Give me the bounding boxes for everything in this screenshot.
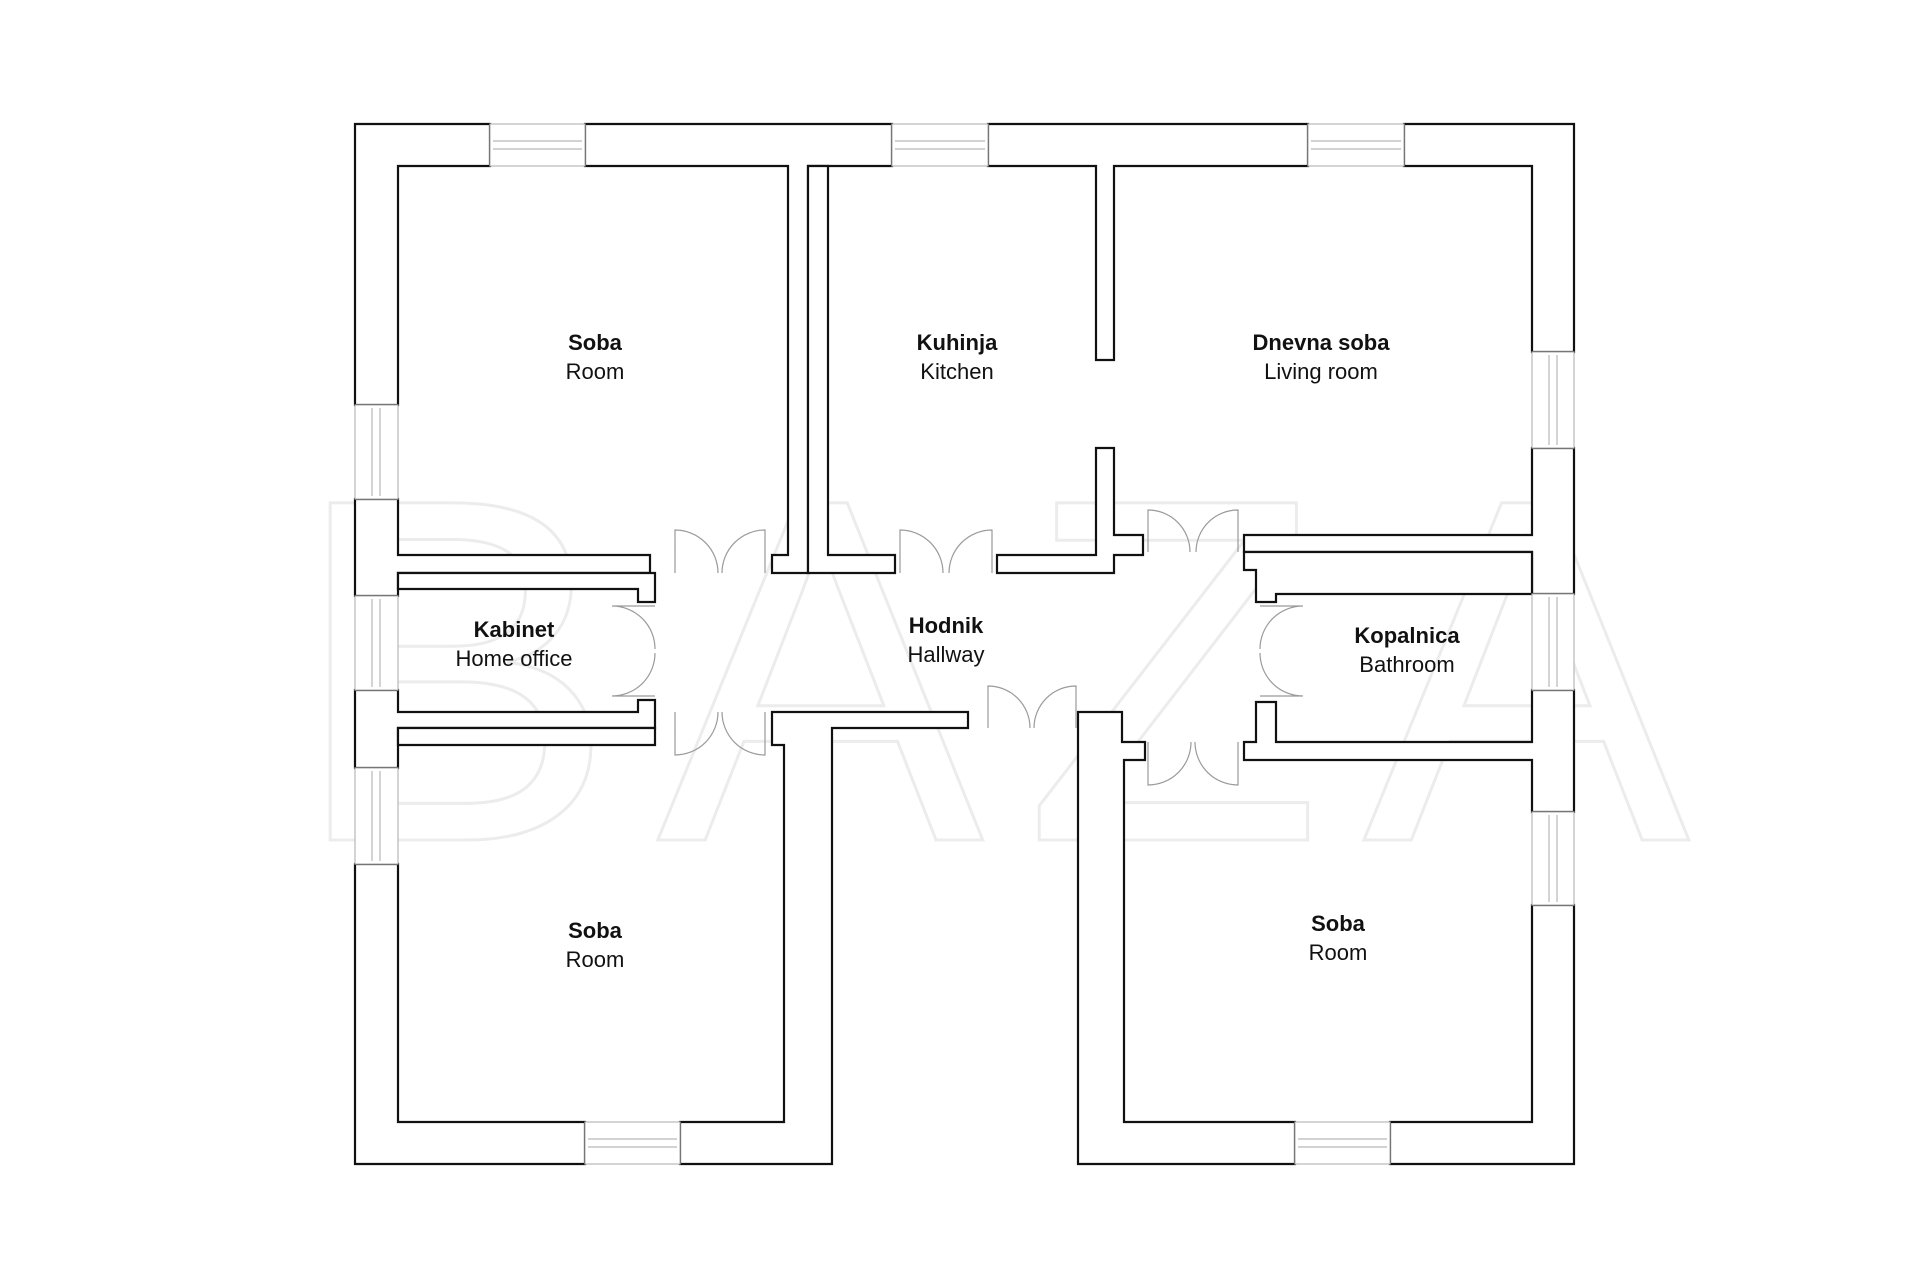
window-top-2 <box>891 123 989 167</box>
room-label-living-room: Dnevna soba Living room <box>1253 330 1391 384</box>
watermark: BAZA <box>290 396 1730 944</box>
door-room-bottom-right <box>1147 741 1239 786</box>
window-left-1 <box>354 404 399 500</box>
doors <box>611 509 1304 786</box>
wall-bottom-right-left <box>1076 710 1297 1166</box>
window-top-1 <box>489 123 586 167</box>
room-label-bathroom: Kopalnica Bathroom <box>1354 623 1460 677</box>
room-title: Kabinet <box>474 617 555 642</box>
room-title: Soba <box>568 918 623 943</box>
room-label-room-bottom-right: Soba Room <box>1309 911 1368 965</box>
window-left-3 <box>354 767 399 865</box>
room-label-kitchen: Kuhinja Kitchen <box>917 330 998 384</box>
wall-top-right-corner <box>1402 122 1576 354</box>
window-bottom-2 <box>1294 1121 1391 1165</box>
wall-top-left-corner <box>353 122 492 407</box>
room-subtitle: Room <box>566 359 625 384</box>
door-kitchen <box>899 529 993 574</box>
room-title: Kopalnica <box>1354 623 1460 648</box>
room-label-room-bottom-left: Soba Room <box>566 918 625 972</box>
door-home-office <box>611 605 656 697</box>
wall-office-bottom <box>396 726 657 747</box>
room-title: Kuhinja <box>917 330 998 355</box>
room-title: Hodnik <box>909 613 984 638</box>
room-label-room-top-left: Soba Room <box>566 330 625 384</box>
wall-bathroom-left <box>1242 550 1534 604</box>
room-label-home-office: Kabinet Home office <box>456 617 573 671</box>
wall-bottom-left-right <box>678 710 970 1166</box>
room-label-hallway: Hodnik Hallway <box>907 613 984 667</box>
room-title: Soba <box>1311 911 1366 936</box>
window-right-1 <box>1531 351 1575 449</box>
door-room-bottom-left <box>674 711 766 756</box>
room-title: Soba <box>568 330 623 355</box>
wall-kitchen-living-lower <box>995 446 1145 575</box>
door-room-top-left <box>674 529 766 574</box>
wall-kitchen-left <box>806 164 897 575</box>
walls <box>353 122 1576 1166</box>
room-subtitle: Living room <box>1264 359 1378 384</box>
wall-top-segment-2 <box>986 122 1310 362</box>
room-subtitle: Bathroom <box>1359 652 1454 677</box>
room-subtitle: Kitchen <box>920 359 993 384</box>
window-right-3 <box>1531 811 1575 906</box>
room-subtitle: Room <box>1309 940 1368 965</box>
window-right-2 <box>1531 593 1575 691</box>
door-living-room <box>1147 509 1239 553</box>
room-subtitle: Room <box>566 947 625 972</box>
room-title: Dnevna soba <box>1253 330 1391 355</box>
room-subtitle: Hallway <box>907 642 984 667</box>
windows <box>354 123 1575 1165</box>
window-top-3 <box>1307 123 1405 167</box>
door-entrance <box>987 685 1077 729</box>
window-bottom-1 <box>584 1121 681 1165</box>
door-bathroom <box>1259 605 1304 697</box>
room-subtitle: Home office <box>456 646 573 671</box>
wall-office-top <box>396 571 657 604</box>
window-left-2 <box>354 595 399 691</box>
